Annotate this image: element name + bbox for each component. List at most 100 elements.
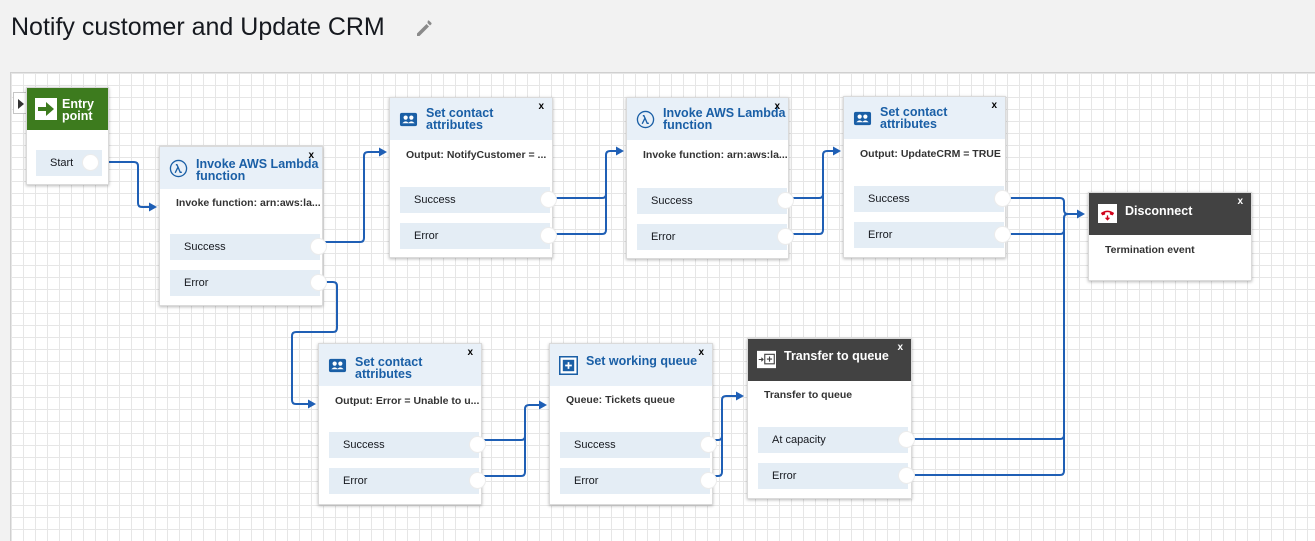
branch-success[interactable]: Success <box>170 234 320 260</box>
set-working-queue-block[interactable]: Set working queue x Queue: Tickets queue… <box>549 343 713 505</box>
block-header: Set working queue x <box>550 344 712 386</box>
block-title-line2: function <box>196 170 318 182</box>
block-detail: Invoke function: arn:aws:la... <box>643 149 788 161</box>
block-detail: Transfer to queue <box>764 389 852 401</box>
block-header: Invoke AWS Lambda function x <box>160 147 322 189</box>
branch-label: Start <box>50 157 73 169</box>
connector-handle[interactable] <box>994 226 1011 243</box>
invoke-lambda-block-1[interactable]: Invoke AWS Lambda function x Invoke func… <box>159 146 323 306</box>
branch-label: Error <box>651 231 675 243</box>
close-icon[interactable]: x <box>774 101 780 112</box>
block-header: Set contact attributes x <box>319 344 481 386</box>
block-detail: Termination event <box>1105 244 1195 256</box>
connector-handle[interactable] <box>700 436 717 453</box>
branch-label: Success <box>574 439 616 451</box>
lambda-icon <box>169 159 188 178</box>
block-title-line2: function <box>663 119 785 131</box>
branch-success[interactable]: Success <box>400 187 550 213</box>
block-title: Set working queue <box>586 355 697 367</box>
close-icon[interactable]: x <box>698 347 704 358</box>
branch-error[interactable]: Error <box>170 270 320 296</box>
block-detail: Queue: Tickets queue <box>566 394 675 406</box>
contact-attributes-icon <box>399 110 418 129</box>
connector-handle[interactable] <box>700 472 717 489</box>
block-detail: Invoke function: arn:aws:la... <box>176 197 321 209</box>
branch-error[interactable]: Error <box>560 468 710 494</box>
branch-label: Error <box>574 475 598 487</box>
invoke-lambda-block-2[interactable]: Invoke AWS Lambda function x Invoke func… <box>626 97 789 259</box>
disconnect-block[interactable]: Disconnect x Termination event <box>1088 192 1252 281</box>
set-contact-attributes-block-3[interactable]: Set contact attributes x Output: Error =… <box>318 343 482 505</box>
connector-handle[interactable] <box>310 238 327 255</box>
block-header: Disconnect x <box>1089 193 1251 235</box>
connector-handle[interactable] <box>540 191 557 208</box>
connector-handle[interactable] <box>469 436 486 453</box>
branch-label: Success <box>343 439 385 451</box>
connector-handle[interactable] <box>898 467 915 484</box>
connector-handle[interactable] <box>310 274 327 291</box>
entry-point-title: Entry point <box>62 98 94 122</box>
phone-hangup-icon <box>1098 204 1117 223</box>
branch-error[interactable]: Error <box>758 463 908 489</box>
branch-start[interactable]: Start <box>36 150 102 176</box>
branch-label: At capacity <box>772 434 826 446</box>
close-icon[interactable]: x <box>991 100 997 111</box>
contact-attributes-icon <box>328 356 347 375</box>
block-detail: Output: NotifyCustomer = ... <box>406 149 546 161</box>
entry-point-block[interactable]: Entry point Start <box>26 87 109 185</box>
arrow-right-icon <box>35 98 57 120</box>
branch-error[interactable]: Error <box>637 224 787 250</box>
branch-label: Success <box>651 195 693 207</box>
block-title-line2: attributes <box>355 368 422 380</box>
branch-label: Error <box>184 277 208 289</box>
branch-label: Error <box>343 475 367 487</box>
block-title: Transfer to queue <box>784 350 889 362</box>
branch-label: Success <box>868 193 910 205</box>
pencil-icon[interactable] <box>413 17 435 39</box>
branch-success[interactable]: Success <box>560 432 710 458</box>
set-contact-attributes-block-1[interactable]: Set contact attributes x Output: NotifyC… <box>389 97 553 258</box>
block-title: Invoke AWS Lambda function <box>196 158 318 182</box>
branch-label: Error <box>772 470 796 482</box>
close-icon[interactable]: x <box>538 101 544 112</box>
branch-label: Error <box>868 229 892 241</box>
branch-error[interactable]: Error <box>854 222 1004 248</box>
connector-handle[interactable] <box>898 431 915 448</box>
page-header: Notify customer and Update CRM <box>0 0 1315 72</box>
close-icon[interactable]: x <box>1237 196 1243 207</box>
block-title-line2: attributes <box>426 119 493 131</box>
branch-at-capacity[interactable]: At capacity <box>758 427 908 453</box>
connector-handle[interactable] <box>540 227 557 244</box>
block-detail: Output: UpdateCRM = TRUE <box>860 148 1001 160</box>
set-contact-attributes-block-2[interactable]: Set contact attributes x Output: UpdateC… <box>843 96 1006 258</box>
branch-success[interactable]: Success <box>637 188 787 214</box>
connector-handle[interactable] <box>777 228 794 245</box>
branch-error[interactable]: Error <box>329 468 479 494</box>
transfer-queue-icon <box>757 350 776 369</box>
branch-label: Error <box>414 230 438 242</box>
close-icon[interactable]: x <box>467 347 473 358</box>
block-title: Set contact attributes <box>426 107 493 131</box>
page-title: Notify customer and Update CRM <box>11 13 385 42</box>
block-title: Set contact attributes <box>355 356 422 380</box>
block-title: Set contact attributes <box>880 106 947 130</box>
block-detail: Output: Error = Unable to u... <box>335 395 479 407</box>
branch-error[interactable]: Error <box>400 223 550 249</box>
close-icon[interactable]: x <box>308 150 314 161</box>
transfer-to-queue-block[interactable]: Transfer to queue x Transfer to queue At… <box>747 338 912 499</box>
branch-label: Success <box>414 194 456 206</box>
branch-success[interactable]: Success <box>329 432 479 458</box>
entry-point-header: Entry point <box>27 88 108 130</box>
block-header: Invoke AWS Lambda function x <box>627 98 788 140</box>
connector-handle[interactable] <box>469 472 486 489</box>
branch-success[interactable]: Success <box>854 186 1004 212</box>
connector-handle[interactable] <box>994 190 1011 207</box>
connector-handle[interactable] <box>777 192 794 209</box>
block-header: Set contact attributes x <box>390 98 552 140</box>
close-icon[interactable]: x <box>897 342 903 353</box>
connector-handle[interactable] <box>82 154 99 171</box>
lambda-icon <box>636 110 655 129</box>
block-header: Transfer to queue x <box>748 339 911 381</box>
block-title: Invoke AWS Lambda function <box>663 107 785 131</box>
block-header: Set contact attributes x <box>844 97 1005 139</box>
